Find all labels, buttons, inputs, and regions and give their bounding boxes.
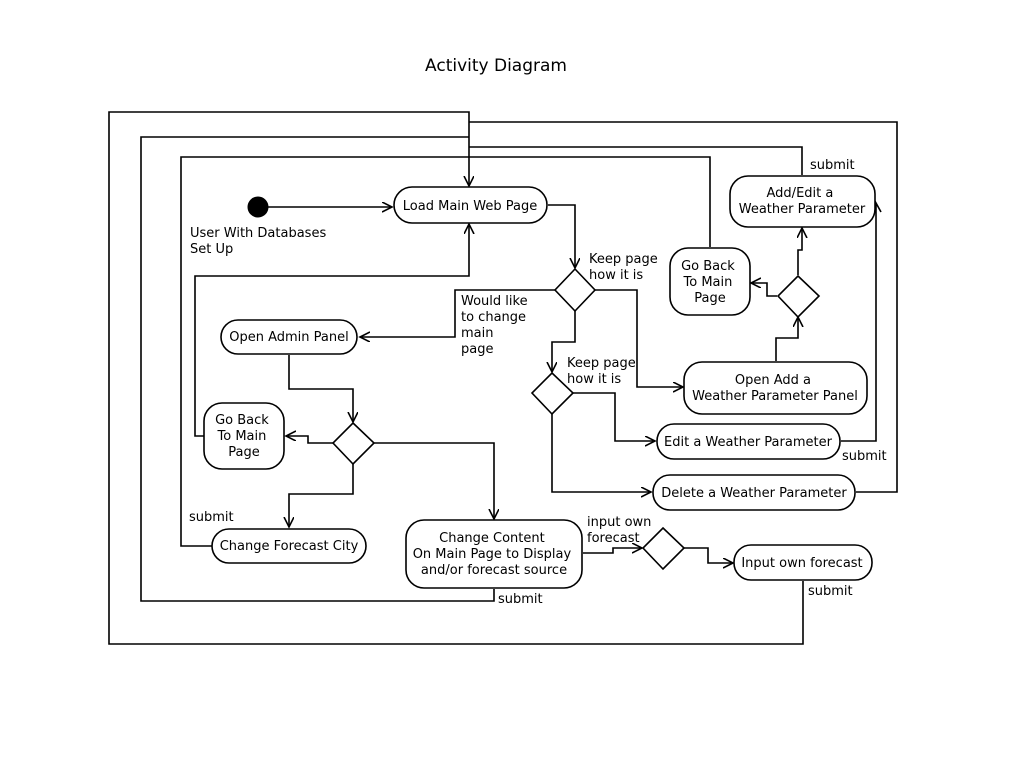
guard-keep-page-1: Keep page how it is — [589, 252, 662, 283]
edge-decision3-to-goback-left — [286, 436, 333, 444]
decision-node-2 — [530, 371, 575, 416]
svg-text:Input own forecast: Input own forecast — [741, 556, 862, 571]
activity-input-own-forecast: Input own forecast — [733, 544, 873, 581]
activity-open-admin-panel: Open Admin Panel — [220, 319, 358, 355]
svg-text:Edit a Weather Parameter: Edit a Weather Parameter — [664, 435, 833, 450]
edge-decision5-to-add-edit — [798, 228, 802, 275]
svg-text:Go Back To Main Pa: Go Back To Main Page — [681, 259, 739, 306]
guard-keep-page-2: Keep page how it is — [567, 356, 640, 387]
label-submit-city: submit — [189, 510, 234, 525]
svg-text:Open Add a Weather Param: Open Add a Weather Parameter Panel — [692, 373, 858, 404]
label-submit-add-edit: submit — [810, 158, 855, 173]
edge-decision2-to-delete — [551, 414, 651, 492]
edge-loop-change-content — [140, 136, 495, 602]
svg-text:Delete a Weather Parameter: Delete a Weather Parameter — [661, 486, 847, 501]
activity-add-edit-weather-parameter: Add/Edit a Weather Parameter — [729, 175, 876, 228]
edge-loop-add-edit — [469, 146, 803, 175]
activity-go-back-to-main-page-left: Go Back To Main Page — [203, 402, 285, 470]
start-label: User With Databases Set Up — [190, 226, 330, 257]
edge-decision5-to-goback-right — [751, 283, 777, 297]
edge-loop-input-forecast — [108, 111, 804, 645]
initial-node — [247, 196, 269, 218]
svg-text:Change Content On Main P: Change Content On Main Page to Display a… — [413, 531, 576, 578]
edge-decision2-to-edit — [573, 392, 655, 441]
activity-delete-weather-parameter: Delete a Weather Parameter — [652, 474, 856, 511]
activity-change-forecast-city: Change Forecast City — [211, 528, 367, 564]
diagram-title: Activity Diagram — [425, 56, 567, 76]
activity-open-add-weather-parameter-panel: Open Add a Weather Parameter Panel — [683, 361, 868, 415]
edge-decision1-to-admin — [360, 289, 555, 337]
activity-change-content: Change Content On Main Page to Display a… — [405, 519, 583, 589]
edge-loop-delete — [469, 121, 898, 493]
edge-decision3-to-content — [374, 442, 494, 519]
edge-content-to-decision4 — [583, 548, 642, 554]
svg-text:Change Forecast City: Change Forecast City — [220, 539, 359, 554]
edge-decision1-to-open-add — [595, 289, 683, 387]
svg-text:Load Main Web Page: Load Main Web Page — [403, 199, 537, 214]
decision-node-4 — [641, 526, 686, 571]
label-submit-input: submit — [808, 584, 853, 599]
edge-goback-left-to-load — [194, 224, 469, 437]
activity-edit-weather-parameter: Edit a Weather Parameter — [656, 423, 841, 460]
decision-node-1 — [553, 267, 597, 313]
activity-load-main-web-page: Load Main Web Page — [393, 186, 548, 224]
edge-admin-to-decision3 — [288, 355, 353, 422]
label-submit-content: submit — [498, 592, 543, 607]
edge-open-add-to-decision5 — [775, 317, 798, 361]
edge-decision3-to-city — [289, 464, 354, 527]
decision-node-5 — [776, 274, 821, 319]
guard-would-like-to-change: Would like to change main page — [461, 294, 532, 357]
edge-decision1-to-decision2 — [552, 311, 576, 372]
svg-text:Add/Edit a Weather Param: Add/Edit a Weather Parameter — [739, 186, 866, 217]
activity-go-back-to-main-page-right: Go Back To Main Page — [669, 247, 751, 316]
edge-load-to-decision1 — [548, 204, 575, 268]
guard-input-own-forecast: input own forecast — [587, 515, 656, 546]
svg-text:Open Admin Panel: Open Admin Panel — [229, 330, 349, 345]
edge-loop-goback-right — [180, 156, 711, 547]
label-submit-edit: submit — [842, 449, 887, 464]
svg-text:Go Back To Main Pa: Go Back To Main Page — [215, 413, 273, 460]
edge-edit-submit-loop — [841, 199, 882, 442]
edge-decision4-to-input — [684, 547, 733, 563]
decision-node-3 — [331, 421, 376, 466]
